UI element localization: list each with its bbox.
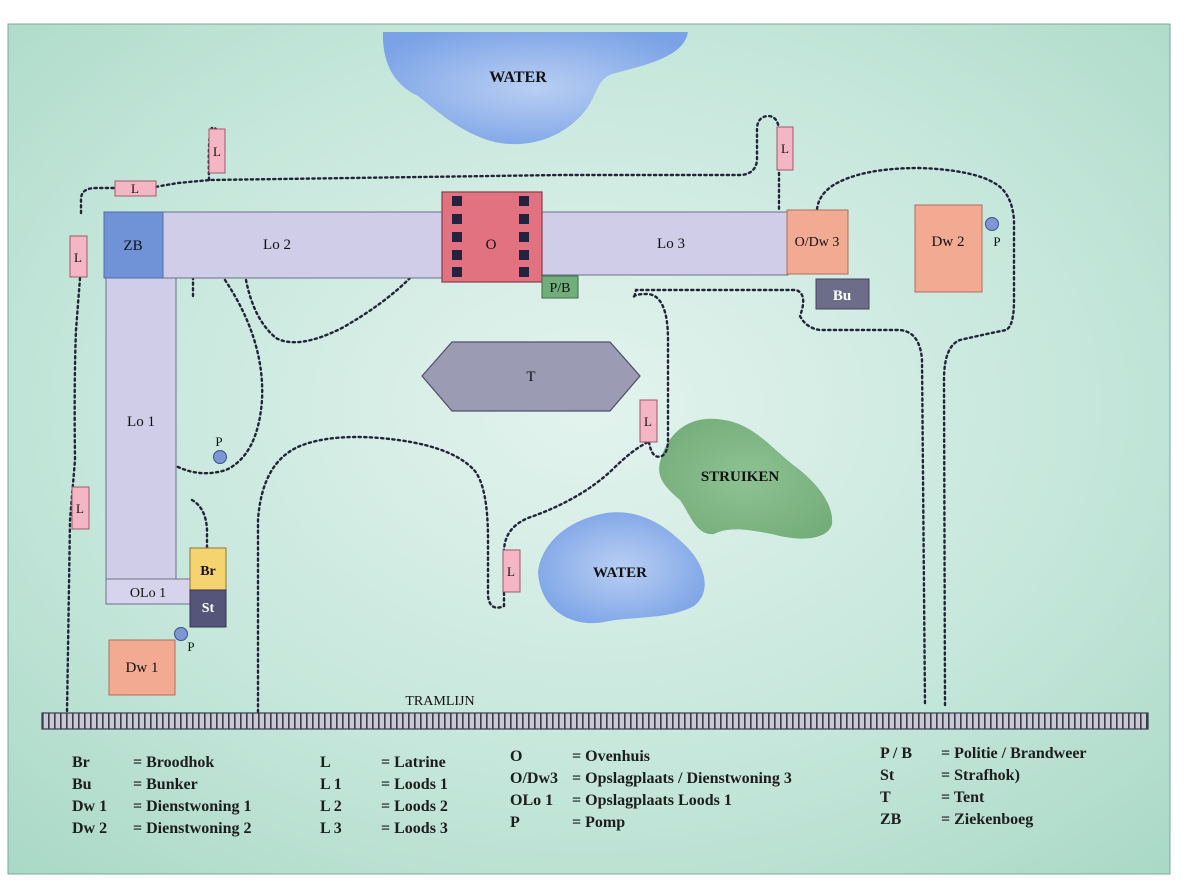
building-oven[interactable]: O bbox=[441, 191, 543, 283]
st-label: St bbox=[202, 601, 215, 616]
pump-label: P bbox=[187, 639, 194, 654]
latrine-south[interactable]: L bbox=[502, 549, 521, 593]
legend-code: L 1 bbox=[320, 776, 342, 793]
water-north bbox=[382, 32, 688, 145]
latrine-west-upper[interactable]: L bbox=[69, 235, 88, 278]
legend-description: = Ziekenboeg bbox=[941, 811, 1033, 828]
legend-description: = Opslagplaats Loods 1 bbox=[572, 792, 732, 809]
legend-description: = Politie / Brandweer bbox=[941, 745, 1087, 762]
pump-dw2[interactable]: P bbox=[985, 217, 1001, 250]
dotted-paths bbox=[65, 114, 1016, 714]
pump-label: P bbox=[215, 434, 222, 449]
latrine-top-right[interactable]: L bbox=[776, 126, 794, 171]
dw2-label: Dw 2 bbox=[932, 234, 965, 250]
building-st[interactable]: St bbox=[189, 589, 227, 628]
legend-code: St bbox=[880, 767, 895, 784]
legend-code: L 2 bbox=[320, 798, 342, 815]
water-south bbox=[538, 512, 705, 624]
olo1-label: OLo 1 bbox=[130, 586, 166, 601]
latrine-center[interactable]: L bbox=[639, 399, 658, 443]
latrine-label: L bbox=[76, 501, 84, 516]
legend-description: = Dienstwoning 1 bbox=[133, 798, 251, 815]
pump-lo1[interactable]: P bbox=[213, 434, 227, 464]
legend-code: Dw 1 bbox=[72, 798, 107, 815]
legend-description: = Ovenhuis bbox=[572, 748, 650, 765]
legend-code: L bbox=[320, 754, 331, 771]
latrine-label: L bbox=[74, 250, 82, 265]
tramline-label: TRAMLIJN bbox=[405, 694, 474, 709]
legend-description: = Bunker bbox=[133, 776, 198, 793]
legend-code: L 3 bbox=[320, 820, 342, 837]
building-lo2[interactable]: Lo 2 bbox=[161, 211, 443, 279]
bunker-label: Bu bbox=[833, 288, 851, 304]
legend-code: P bbox=[510, 814, 520, 831]
map-ground bbox=[7, 23, 1171, 875]
building-pb[interactable]: P/B bbox=[541, 275, 579, 299]
legend-description: = Tent bbox=[941, 789, 985, 806]
latrine-top-small[interactable]: L bbox=[208, 128, 226, 174]
latrine-label: L bbox=[131, 181, 139, 196]
legend-description: = Pomp bbox=[572, 814, 625, 831]
legend-code: Bu bbox=[72, 776, 92, 793]
building-lo1[interactable]: Lo 1 bbox=[105, 277, 177, 581]
building-dw1[interactable]: Dw 1 bbox=[108, 639, 176, 696]
legend-description: = Strafhok) bbox=[941, 767, 1020, 784]
building-odw3[interactable]: O/Dw 3 bbox=[786, 209, 849, 275]
br-label: Br bbox=[200, 564, 216, 579]
latrine-top-left[interactable]: L bbox=[114, 180, 157, 197]
legend-description: = Opslagplaats / Dienstwoning 3 bbox=[572, 770, 792, 787]
legend-code: O bbox=[510, 748, 522, 765]
legend-description: = Loods 1 bbox=[381, 776, 448, 793]
legend-code: Dw 2 bbox=[72, 820, 107, 837]
building-lo3[interactable]: Lo 3 bbox=[541, 211, 789, 276]
shrubs-label: STRUIKEN bbox=[701, 469, 780, 485]
water-north-label: WATER bbox=[489, 69, 547, 86]
legend-code: T bbox=[880, 789, 891, 806]
latrine-label: L bbox=[644, 414, 652, 429]
water-south-label: WATER bbox=[593, 565, 647, 581]
pump-label: P bbox=[993, 234, 1000, 249]
zb-label: ZB bbox=[123, 238, 142, 254]
building-olo1[interactable]: OLo 1 bbox=[105, 578, 191, 605]
latrine-label: L bbox=[507, 564, 515, 579]
building-bunker[interactable]: Bu bbox=[815, 278, 870, 310]
legend-description: = Broodhok bbox=[133, 754, 214, 771]
legend-code: ZB bbox=[880, 811, 902, 828]
building-dw2[interactable]: Dw 2 bbox=[914, 204, 983, 293]
legend-description: = Loods 3 bbox=[381, 820, 448, 837]
building-br[interactable]: Br bbox=[189, 547, 227, 591]
legend-code: OLo 1 bbox=[510, 792, 553, 809]
latrine-west-lower[interactable]: L bbox=[71, 486, 90, 530]
lo3-label: Lo 3 bbox=[657, 236, 685, 252]
odw3-label: O/Dw 3 bbox=[795, 235, 840, 250]
dw1-label: Dw 1 bbox=[126, 660, 159, 676]
latrine-label: L bbox=[213, 144, 221, 159]
tent-label: T bbox=[526, 369, 535, 385]
legend-code: O/Dw3 bbox=[510, 770, 558, 787]
building-zb[interactable]: ZB bbox=[103, 211, 164, 279]
legend-description: = Dienstwoning 2 bbox=[133, 820, 251, 837]
latrine-label: L bbox=[781, 141, 789, 156]
legend-code: Br bbox=[72, 754, 90, 771]
lo1-label: Lo 1 bbox=[127, 414, 155, 430]
legend-description: = Loods 2 bbox=[381, 798, 448, 815]
legend-description: = Latrine bbox=[381, 754, 446, 771]
legend-code: P / B bbox=[880, 745, 912, 762]
shrubs-area bbox=[659, 418, 833, 539]
lo2-label: Lo 2 bbox=[263, 237, 291, 253]
tramline: TRAMLIJN bbox=[41, 694, 1149, 730]
oven-label: O bbox=[486, 237, 497, 253]
pb-label: P/B bbox=[549, 281, 570, 296]
building-tent[interactable]: T bbox=[421, 341, 641, 412]
pump-dw1[interactable]: P bbox=[174, 627, 195, 655]
latrines: L L L L L L L bbox=[69, 126, 794, 593]
